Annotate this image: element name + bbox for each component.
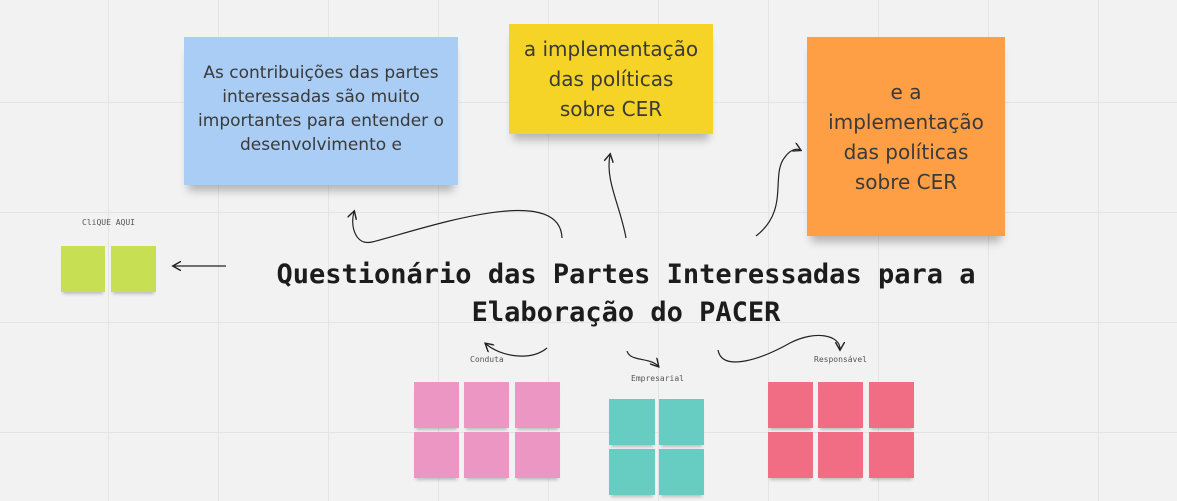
arrow-to-empresarial <box>626 350 658 366</box>
empresarial-label: Empresarial <box>631 374 684 383</box>
conduta-sticky[interactable] <box>414 432 459 478</box>
conduta-sticky[interactable] <box>515 432 560 478</box>
sticky-note-text: e a implementação das políticas sobre CE… <box>828 79 984 194</box>
clique-aqui-label: CliQUE AQUI <box>82 218 135 227</box>
responsavel-sticky[interactable] <box>869 382 914 428</box>
responsavel-sticky[interactable] <box>768 382 813 428</box>
arrow-to-blue-note <box>353 211 563 243</box>
sticky-note-e-implementacao[interactable]: e a implementação das políticas sobre CE… <box>807 37 1005 236</box>
arrow-to-orange-note <box>755 149 800 237</box>
responsavel-sticky[interactable] <box>818 432 863 478</box>
board-title[interactable]: Questionário das Partes Interessadas par… <box>276 259 976 328</box>
conduta-label: Conduta <box>470 355 504 364</box>
conduta-sticky[interactable] <box>414 382 459 428</box>
conduta-sticky[interactable] <box>464 382 509 428</box>
conduta-sticky[interactable] <box>464 432 509 478</box>
responsavel-label: Responsável <box>814 355 867 364</box>
empresarial-sticky[interactable] <box>659 449 704 495</box>
arrow-to-conduta <box>486 344 548 357</box>
empresarial-sticky[interactable] <box>609 449 655 495</box>
empresarial-sticky[interactable] <box>659 399 704 445</box>
arrow-to-yellow-note <box>609 155 627 239</box>
arrow-to-responsavel <box>717 334 840 363</box>
sticky-note-contribuicoes[interactable]: As contribuições das partes interessadas… <box>184 37 458 185</box>
sticky-note-text: As contribuições das partes interessadas… <box>198 63 444 155</box>
empresarial-sticky[interactable] <box>609 399 655 445</box>
clique-aqui-sticky-1[interactable] <box>61 246 105 292</box>
responsavel-sticky[interactable] <box>768 432 813 478</box>
sticky-note-implementacao[interactable]: a implementação das políticas sobre CER <box>509 24 713 134</box>
responsavel-sticky[interactable] <box>818 382 863 428</box>
responsavel-sticky[interactable] <box>869 432 914 478</box>
clique-aqui-sticky-2[interactable] <box>111 246 156 292</box>
sticky-note-text: a implementação das políticas sobre CER <box>523 37 699 121</box>
conduta-sticky[interactable] <box>515 382 560 428</box>
